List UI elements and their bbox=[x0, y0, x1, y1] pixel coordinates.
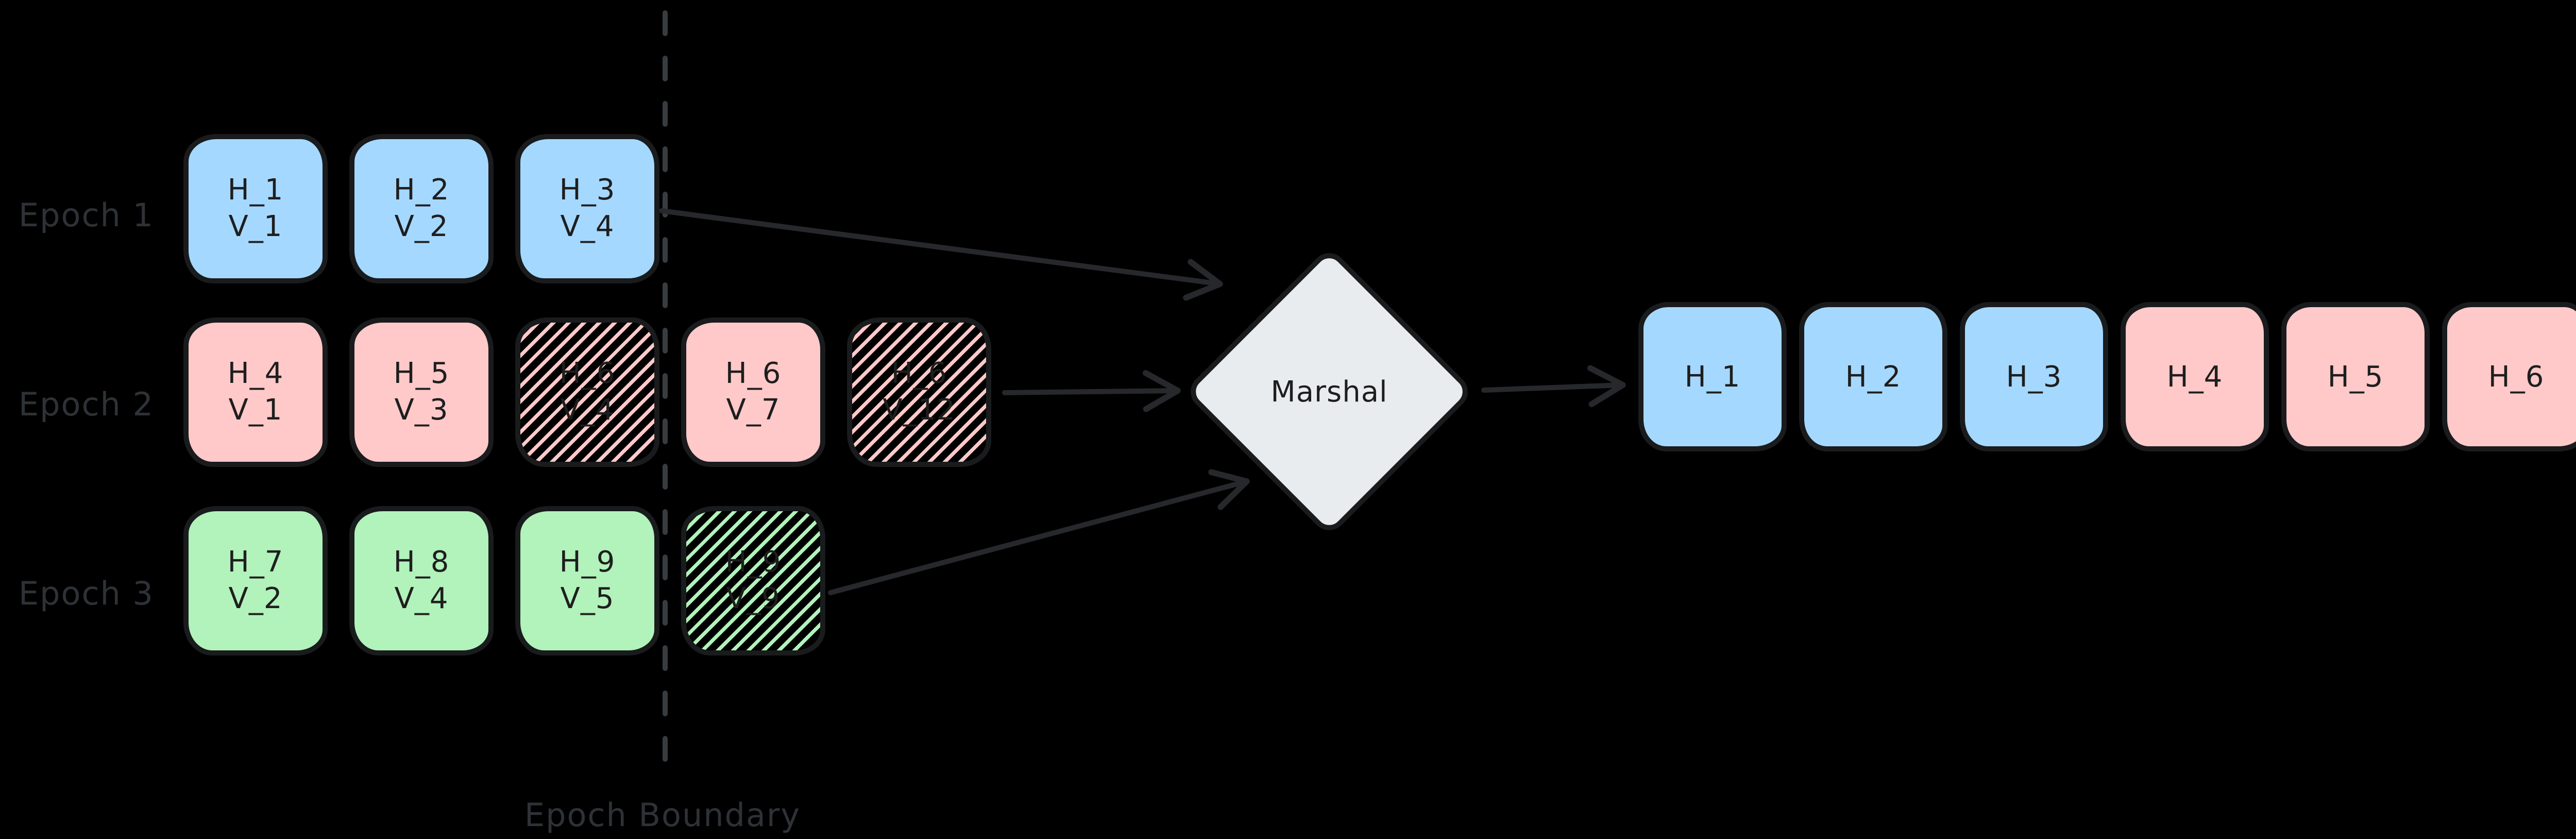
output-box-1: H_1 bbox=[1638, 302, 1787, 451]
box-h-label: H_1 bbox=[227, 173, 284, 207]
box-v-label: V_7 bbox=[726, 393, 781, 427]
epoch-boundary-label: Epoch Boundary bbox=[524, 796, 801, 834]
output-box-label: H_2 bbox=[1845, 360, 1902, 394]
box-h-label: H_6 bbox=[725, 357, 782, 391]
arrow-marshal-to-output bbox=[1481, 365, 1626, 408]
box-h-label: H_9 bbox=[725, 545, 782, 579]
epoch1-box-2: H_2 V_2 bbox=[349, 134, 494, 283]
epoch3-box-2: H_8 V_4 bbox=[349, 506, 494, 656]
epoch1-box-3: H_3 V_4 bbox=[515, 134, 659, 283]
box-h-label: H_3 bbox=[559, 173, 616, 207]
box-h-label: H_7 bbox=[227, 545, 284, 579]
output-box-label: H_3 bbox=[2006, 360, 2062, 394]
epoch2-box-5-dropped: H_6 V_12 bbox=[847, 317, 991, 467]
epoch3-box-1: H_7 V_2 bbox=[183, 506, 328, 656]
arrow-epoch1-to-marshal bbox=[659, 208, 1223, 301]
box-h-label: H_9 bbox=[559, 545, 616, 579]
epoch3-label: Epoch 3 bbox=[19, 575, 154, 612]
box-h-label: H_8 bbox=[393, 545, 450, 579]
box-v-label: V_1 bbox=[228, 393, 283, 427]
arrow-epoch2-to-marshal bbox=[1002, 370, 1181, 412]
box-v-label: V_9 bbox=[726, 582, 781, 615]
box-v-label: V_4 bbox=[560, 393, 615, 427]
epoch2-box-4: H_6 V_7 bbox=[681, 317, 825, 467]
box-v-label: V_5 bbox=[560, 582, 615, 615]
epoch2-box-1: H_4 V_1 bbox=[183, 317, 328, 467]
box-v-label: V_4 bbox=[394, 582, 449, 615]
output-box-3: H_3 bbox=[1960, 302, 2108, 451]
output-box-label: H_4 bbox=[2166, 360, 2223, 394]
box-h-label: H_5 bbox=[393, 357, 450, 391]
output-box-label: H_5 bbox=[2327, 360, 2384, 394]
box-v-label: V_2 bbox=[394, 210, 449, 243]
epoch1-box-1: H_1 V_1 bbox=[183, 134, 328, 283]
epoch3-box-3: H_9 V_5 bbox=[515, 506, 659, 656]
box-h-label: H_2 bbox=[393, 173, 450, 207]
box-v-label: V_2 bbox=[228, 582, 283, 615]
output-box-5: H_5 bbox=[2281, 302, 2430, 451]
output-box-label: H_6 bbox=[2488, 360, 2545, 394]
epoch2-label: Epoch 2 bbox=[19, 385, 154, 423]
epoch1-label: Epoch 1 bbox=[19, 196, 154, 234]
box-h-label: H_6 bbox=[559, 357, 616, 391]
box-v-label: V_1 bbox=[228, 210, 283, 243]
output-box-label: H_1 bbox=[1684, 360, 1741, 394]
arrow-epoch3-to-marshal bbox=[828, 469, 1250, 595]
output-box-6: H_6 bbox=[2442, 302, 2576, 451]
box-h-label: H_6 bbox=[891, 357, 947, 391]
box-v-label: V_3 bbox=[394, 393, 449, 427]
box-v-label: V_12 bbox=[883, 393, 956, 427]
marshal-label: Marshal bbox=[1270, 375, 1388, 409]
output-box-4: H_4 bbox=[2121, 302, 2269, 451]
epoch3-box-4-dropped: H_9 V_9 bbox=[681, 506, 825, 656]
output-box-2: H_2 bbox=[1799, 302, 1947, 451]
box-v-label: V_4 bbox=[560, 210, 615, 243]
epoch2-box-2: H_5 V_3 bbox=[349, 317, 494, 467]
box-h-label: H_4 bbox=[227, 357, 284, 391]
epoch2-box-3-dropped: H_6 V_4 bbox=[515, 317, 659, 467]
